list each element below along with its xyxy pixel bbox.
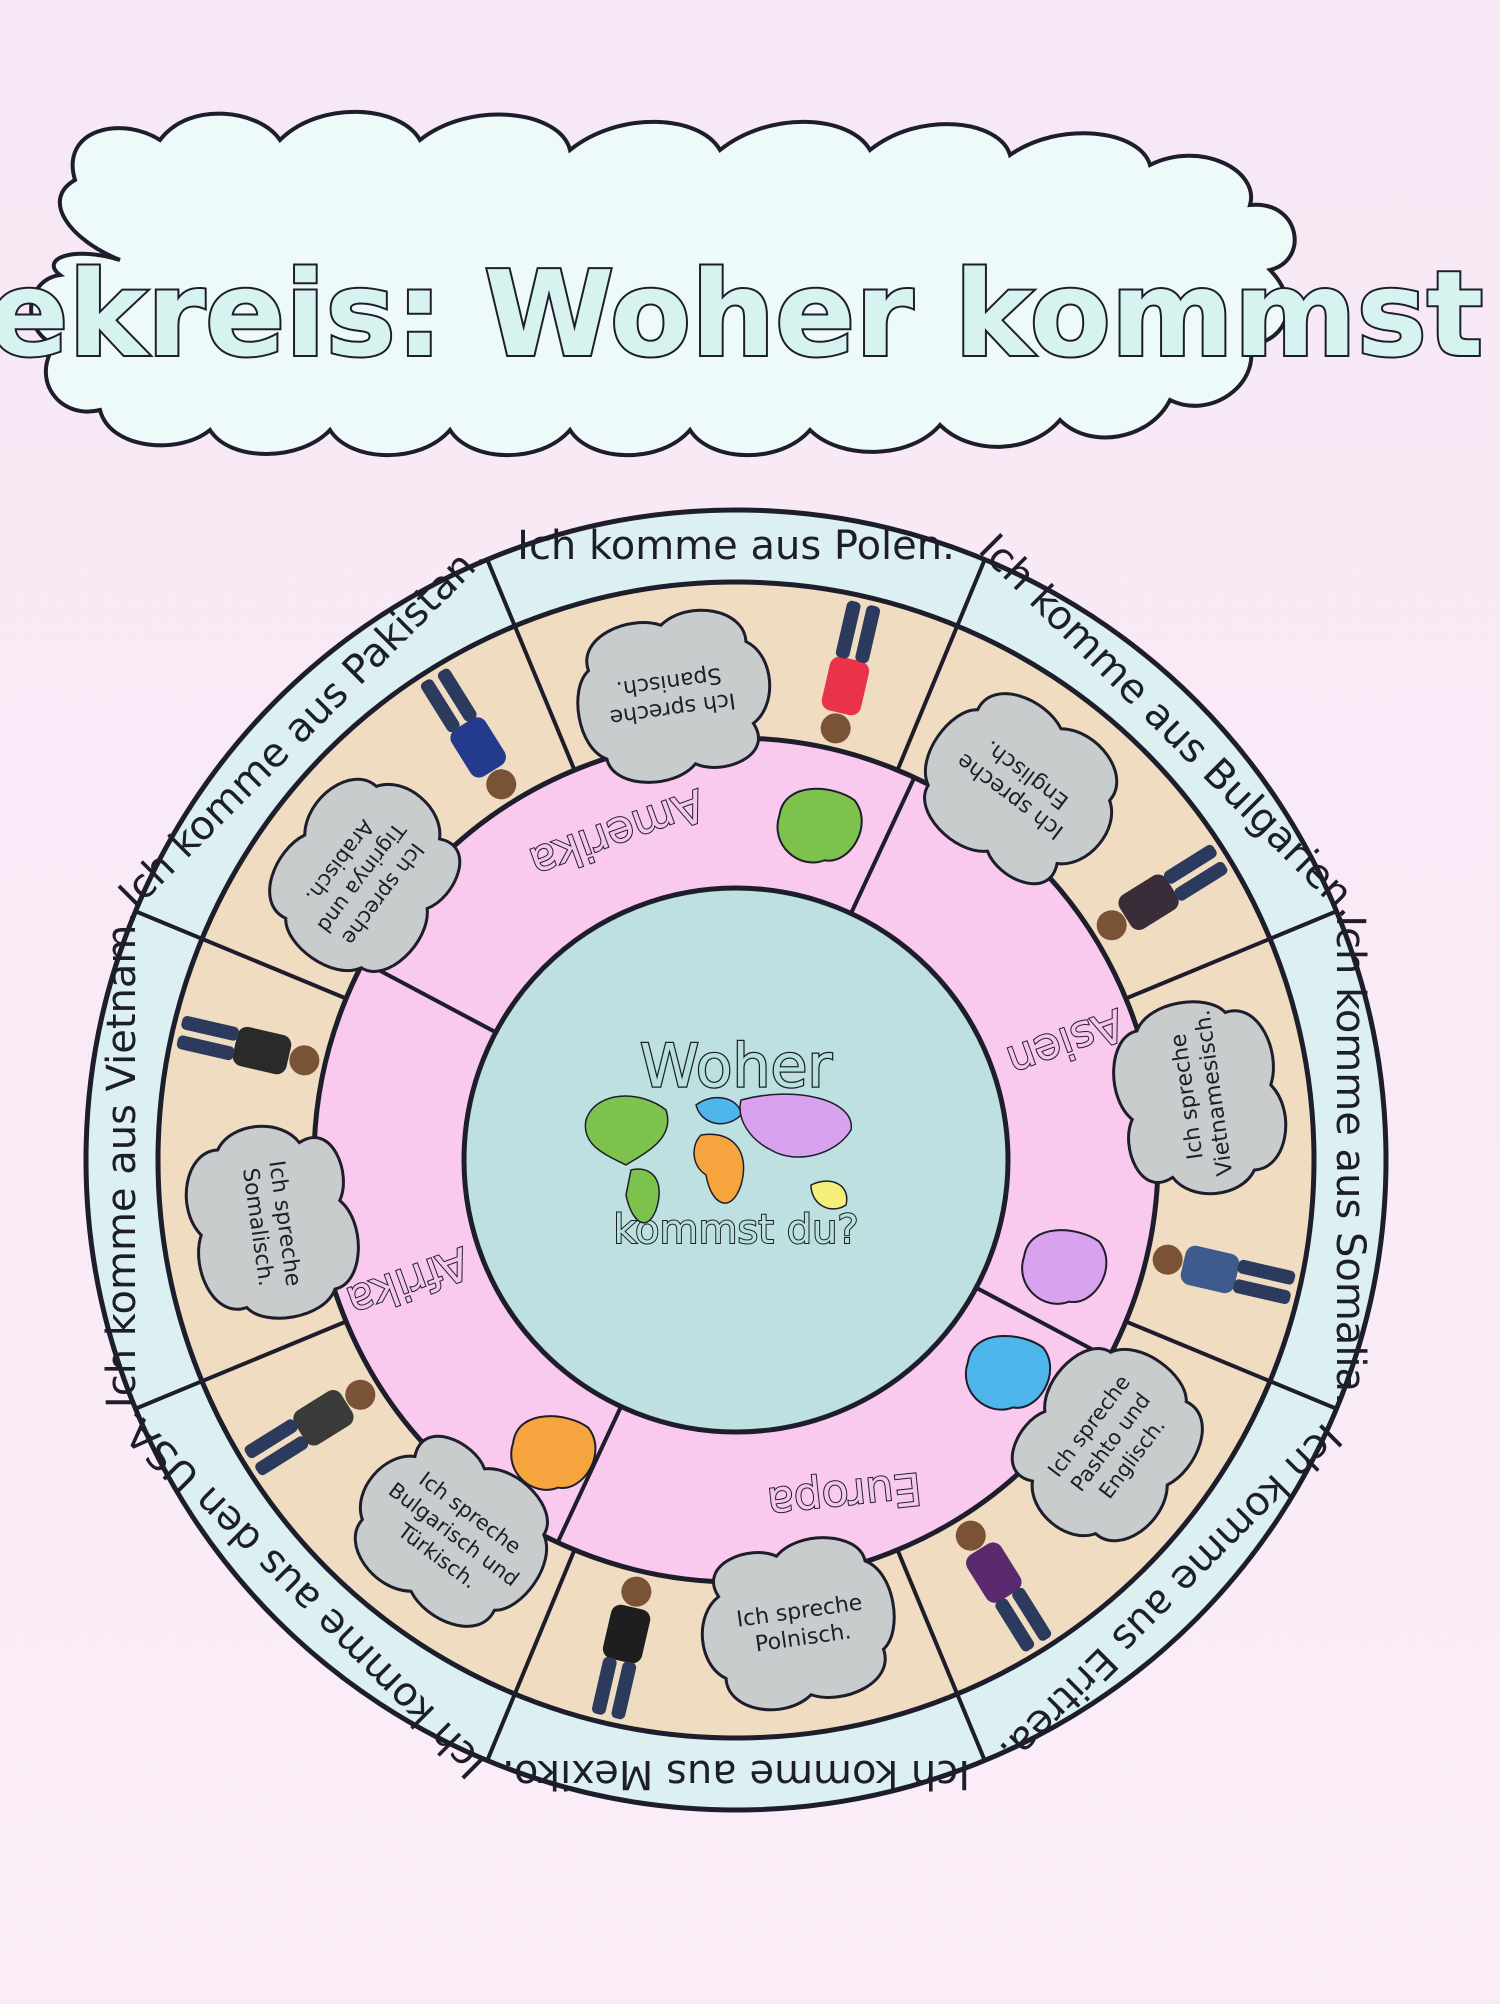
center-title: Woher	[640, 1032, 832, 1102]
person-leg	[1233, 1279, 1291, 1305]
person-figure	[955, 1520, 1052, 1652]
person-leg	[437, 668, 477, 722]
country-label: Ich komme aus Mexiko.	[502, 1751, 970, 1797]
person-leg	[1012, 1587, 1052, 1641]
asia-map-icon	[1021, 1229, 1108, 1305]
person-leg	[176, 1035, 235, 1061]
person-figure	[591, 1576, 652, 1720]
person-body	[966, 1542, 1022, 1603]
person-head	[955, 1520, 986, 1551]
person-leg	[611, 1661, 637, 1720]
africa-map-icon	[510, 1415, 597, 1491]
continent-divider	[362, 960, 497, 1035]
bubble-shape	[1112, 1000, 1288, 1196]
world-australia-icon	[810, 1180, 848, 1210]
bubble-shape	[700, 1536, 896, 1712]
world-asia-icon	[739, 1093, 852, 1158]
person-figure	[1152, 1244, 1296, 1305]
person-head	[820, 713, 851, 744]
segment-divider	[134, 1319, 347, 1411]
segment-divider	[485, 1549, 577, 1762]
world-north-america-icon	[584, 1095, 669, 1166]
segment-divider	[134, 909, 347, 1001]
europe-map-icon	[965, 1334, 1052, 1411]
person-leg	[420, 679, 460, 733]
person-body	[821, 656, 870, 716]
person-leg	[591, 1657, 617, 1715]
person-figure	[820, 600, 881, 744]
segment-divider	[1125, 909, 1338, 1001]
bubble-shape	[353, 1434, 549, 1628]
person-figure	[1096, 844, 1228, 941]
person-body	[1118, 874, 1179, 930]
segment-divider	[1125, 1319, 1338, 1411]
person-head	[345, 1379, 376, 1410]
america-map-icon	[776, 787, 863, 864]
person-leg	[1163, 844, 1217, 884]
person-leg	[244, 1419, 298, 1459]
person-head	[621, 1576, 652, 1607]
page-title: Legekreis: Woher kommst du?	[0, 245, 1500, 383]
bubble-shape	[184, 1124, 360, 1320]
person-figure	[176, 1015, 320, 1076]
person-head	[1096, 910, 1127, 941]
bubble-shape	[268, 777, 462, 973]
person-body	[293, 1390, 354, 1446]
segment-divider	[895, 558, 987, 771]
person-body	[232, 1026, 292, 1075]
person-leg	[835, 600, 861, 659]
person-figure	[244, 1379, 376, 1476]
world-africa-icon	[693, 1133, 745, 1204]
continent-divider	[555, 1405, 623, 1544]
person-leg	[1174, 861, 1228, 901]
person-leg	[995, 1598, 1035, 1652]
segment-divider	[485, 558, 577, 771]
bubble-shape	[1010, 1347, 1204, 1543]
continent-divider	[849, 776, 917, 915]
person-leg	[181, 1015, 239, 1041]
country-label: Ich komme aus Somalia.	[1327, 915, 1373, 1405]
country-label: Ich komme aus Vietnam.	[99, 912, 145, 1408]
wheel: Ich komme aus Mexiko.Ich komme aus den U…	[83, 507, 1389, 1813]
world-south-america-icon	[625, 1168, 660, 1224]
person-body	[602, 1604, 651, 1664]
person-head	[486, 769, 517, 800]
country-label: Ich komme aus Polen.	[517, 523, 955, 569]
bubble-shape	[576, 608, 772, 784]
continent-divider	[975, 1285, 1110, 1360]
title-cloud	[29, 109, 1297, 458]
person-leg	[255, 1436, 309, 1476]
person-body	[1180, 1245, 1240, 1294]
person-head	[289, 1045, 320, 1076]
person-body	[450, 717, 506, 778]
person-leg	[1237, 1259, 1296, 1285]
bubble-shape	[923, 692, 1119, 886]
person-figure	[420, 668, 517, 800]
person-leg	[855, 605, 881, 663]
segment-divider	[895, 1549, 987, 1762]
person-head	[1152, 1244, 1183, 1275]
